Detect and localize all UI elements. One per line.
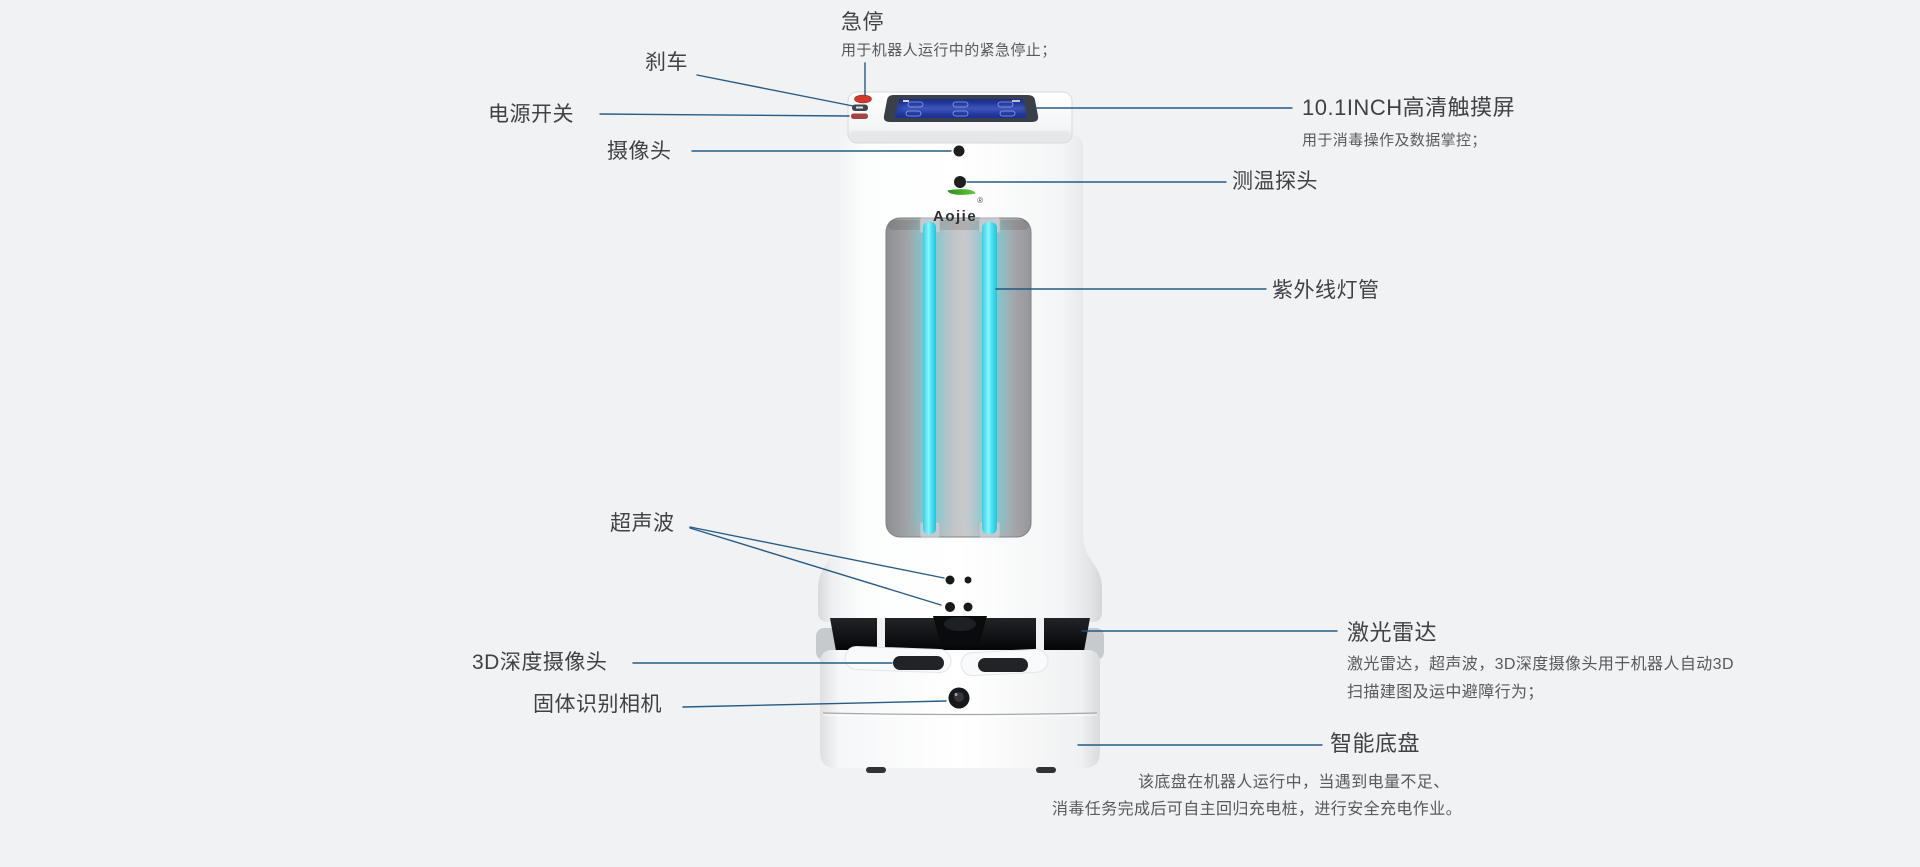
label-camera: 摄像头 bbox=[607, 140, 672, 163]
label-temperature-probe: 测温探头 bbox=[1232, 170, 1318, 193]
label-touch-screen: 10.1INCH高清触摸屏 bbox=[1302, 95, 1516, 120]
label-brake: 刹车 bbox=[645, 51, 688, 74]
desc-laser-radar-1: 激光雷达，超声波，3D深度摄像头用于机器人自动3D bbox=[1347, 656, 1734, 673]
ultrasonic-sensor-dot bbox=[964, 576, 972, 584]
desc-smart-chassis-2: 消毒任务完成后可自主回归充电桩，进行安全充电作业。 bbox=[1052, 801, 1463, 818]
lidar-band-pillar bbox=[877, 618, 885, 651]
ultrasonic-line-lower bbox=[689, 527, 942, 606]
desc-smart-chassis-1: 该底盘在机器人运行中，当遇到电量不足、 bbox=[1138, 774, 1450, 791]
temperature-probe-dot bbox=[954, 176, 966, 188]
chassis-body bbox=[820, 650, 1100, 768]
screen-status-mark-right bbox=[1012, 100, 1020, 102]
screen-status-mark-left bbox=[903, 100, 909, 102]
depth-camera-slot-left bbox=[893, 656, 944, 670]
uv-lamp-right bbox=[976, 217, 1006, 538]
ultrasonic-line-upper bbox=[689, 526, 945, 579]
power-switch-button bbox=[851, 113, 868, 119]
robot-foot bbox=[1036, 767, 1056, 773]
label-solid-recognition-camera: 固体识别相机 bbox=[533, 693, 662, 716]
chassis-split-highlight bbox=[822, 714, 1098, 717]
label-smart-chassis: 智能底盘 bbox=[1330, 731, 1421, 756]
cap-front-lip bbox=[850, 131, 1070, 140]
label-power-switch: 电源开关 bbox=[488, 103, 574, 126]
chassis-split-line bbox=[822, 712, 1098, 716]
solid-recognition-camera-lens bbox=[948, 687, 970, 709]
solid-camera-line bbox=[682, 700, 947, 708]
power-switch-line bbox=[599, 113, 850, 117]
ultrasonic-sensor-dot bbox=[963, 602, 973, 612]
lidar-lens bbox=[944, 617, 976, 631]
brand-logo: Aojie ® bbox=[933, 185, 984, 225]
lidar-band-pillar bbox=[1036, 618, 1044, 651]
registered-mark: ® bbox=[977, 196, 984, 205]
depth-camera-slot-right bbox=[978, 658, 1028, 672]
label-depth-camera-3d: 3D深度摄像头 bbox=[472, 651, 608, 674]
brake-line bbox=[696, 74, 854, 107]
emergency-stop-button bbox=[854, 94, 872, 104]
screen-widgets bbox=[905, 101, 1016, 117]
ultrasonic-sensor-dot bbox=[945, 575, 955, 585]
desc-laser-radar-2: 扫描建图及运中避障行为； bbox=[1347, 684, 1544, 701]
screen-glow-band bbox=[902, 106, 1024, 111]
brake-button-label-mark bbox=[856, 106, 863, 109]
ultrasonic-sensor-dot bbox=[945, 602, 955, 612]
uv-lamp-left bbox=[916, 217, 944, 538]
label-ultrasonic: 超声波 bbox=[610, 512, 675, 535]
label-uv-lamp: 紫外线灯管 bbox=[1272, 279, 1380, 302]
robot-foot bbox=[866, 767, 886, 773]
front-camera-dot bbox=[953, 145, 965, 157]
desc-emergency-stop: 用于机器人运行中的紧急停止； bbox=[841, 42, 1057, 59]
brand-name: Aojie bbox=[933, 208, 978, 225]
desc-touch-screen: 用于消毒操作及数据掌控； bbox=[1302, 132, 1487, 149]
label-laser-radar: 激光雷达 bbox=[1347, 620, 1438, 645]
label-emergency-stop: 急停 bbox=[841, 11, 884, 34]
